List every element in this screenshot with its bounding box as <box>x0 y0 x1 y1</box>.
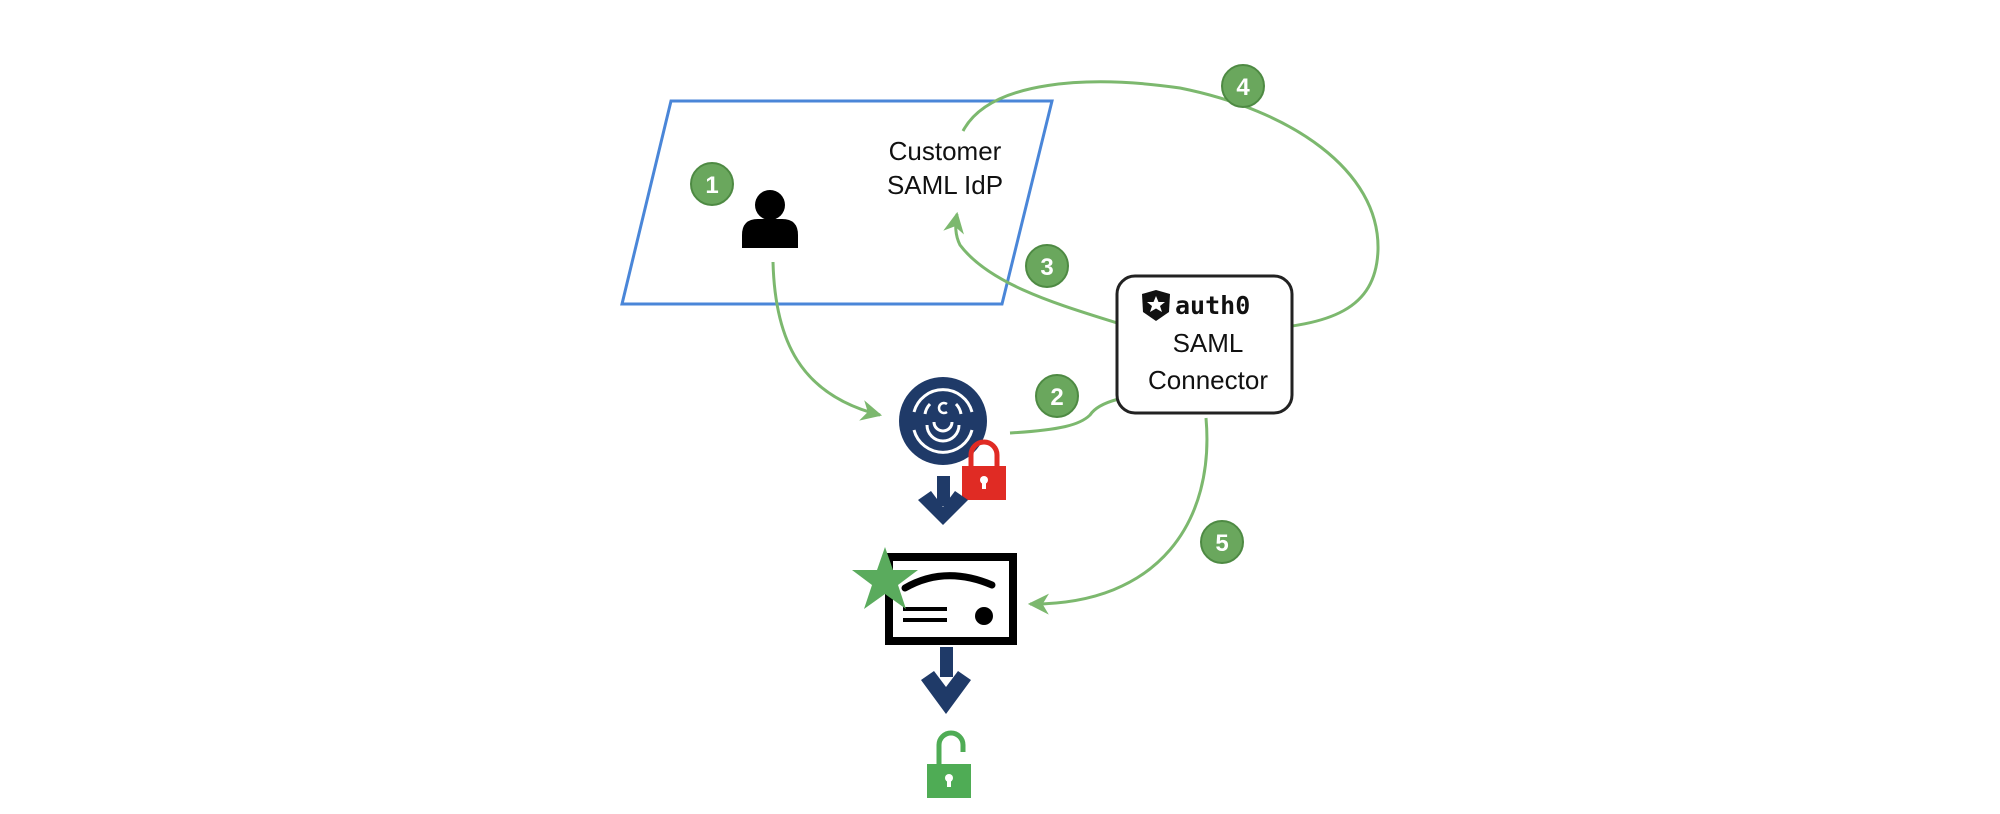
lock-open-icon <box>927 730 971 798</box>
arrow-step-3 <box>943 211 1118 325</box>
auth0-brand-text: auth0 <box>1175 291 1250 320</box>
user-icon <box>742 190 798 248</box>
app-logo-icon <box>899 377 987 465</box>
step-badge-2: 2 <box>1035 374 1079 418</box>
arrow-step-4 <box>961 80 1380 340</box>
svg-text:5: 5 <box>1215 530 1228 557</box>
arrow-step-1 <box>771 261 883 421</box>
step-badge-1: 1 <box>690 162 734 206</box>
svg-text:2: 2 <box>1050 384 1063 411</box>
auth0-shield-icon <box>1142 290 1170 321</box>
connector-label-line2: Connector <box>1148 365 1268 395</box>
idp-label-line2: SAML IdP <box>887 170 1003 200</box>
arrow-step-5 <box>1027 417 1209 615</box>
svg-text:4: 4 <box>1236 74 1250 101</box>
idp-zone-border <box>620 99 1054 306</box>
certificate-icon <box>885 553 1017 645</box>
down-arrow-2 <box>921 647 971 714</box>
lock-closed-icon <box>962 439 1006 500</box>
step-badge-4: 4 <box>1221 64 1265 108</box>
flow-arrows <box>771 80 1380 615</box>
idp-label-line1: Customer <box>889 136 1002 166</box>
svg-text:3: 3 <box>1040 254 1053 281</box>
saml-connector-node: auth0 SAML Connector <box>1115 274 1294 415</box>
step-badge-3: 3 <box>1025 244 1069 288</box>
star-icon <box>852 547 918 609</box>
customer-idp-zone: Customer SAML IdP <box>620 99 1054 306</box>
svg-text:1: 1 <box>705 172 718 199</box>
down-arrow-1 <box>918 476 968 525</box>
step-badge-5: 5 <box>1200 520 1244 564</box>
connector-label-line1: SAML <box>1173 328 1244 358</box>
